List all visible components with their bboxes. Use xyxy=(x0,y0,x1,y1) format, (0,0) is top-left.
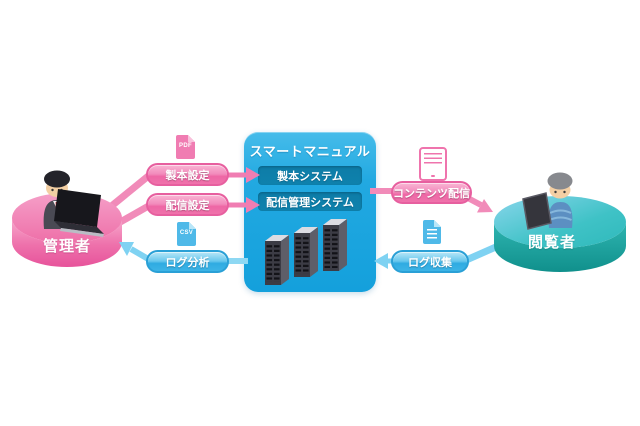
tablet-icon xyxy=(522,192,552,230)
laptop-icon xyxy=(54,189,104,237)
admin-figure-icon xyxy=(43,170,71,229)
servers-icon xyxy=(265,219,347,285)
ebook-device-icon xyxy=(419,147,447,181)
smart-manual-box: スマートマニュアル 製本システム 配信管理システム xyxy=(244,132,376,292)
server-tower xyxy=(294,227,318,277)
log-analysis-pill: ログ分析 xyxy=(146,250,229,273)
flow-band-admin-to-binding xyxy=(95,170,155,220)
pdf-file-label: PDF xyxy=(179,143,192,149)
log-file-icon xyxy=(423,220,441,244)
admin-label: 管理者 xyxy=(42,238,91,255)
log-collection-pill: ログ収集 xyxy=(391,250,469,273)
binding-settings-pill: 製本設定 xyxy=(146,163,229,186)
server-tower xyxy=(265,235,289,285)
server-tower xyxy=(323,219,347,271)
delivery-settings-pill: 配信設定 xyxy=(146,193,229,216)
csv-file-label: CSV xyxy=(179,230,194,236)
pdf-file-icon: PDF xyxy=(176,135,195,159)
delivery-management-system-box: 配信管理システム xyxy=(258,192,362,211)
binding-system-box: 製本システム xyxy=(258,166,362,185)
smart-manual-title: スマートマニュアル xyxy=(249,144,371,159)
arrow-loganalysis-to-admin xyxy=(119,242,152,263)
flow-band-admin-to-delivery xyxy=(99,200,154,237)
csv-file-icon: CSV xyxy=(177,222,196,246)
viewer-label: 閲覧者 xyxy=(527,234,576,251)
content-delivery-pill: コンテンツ配信 xyxy=(391,181,472,204)
viewer-figure-icon xyxy=(547,172,573,228)
